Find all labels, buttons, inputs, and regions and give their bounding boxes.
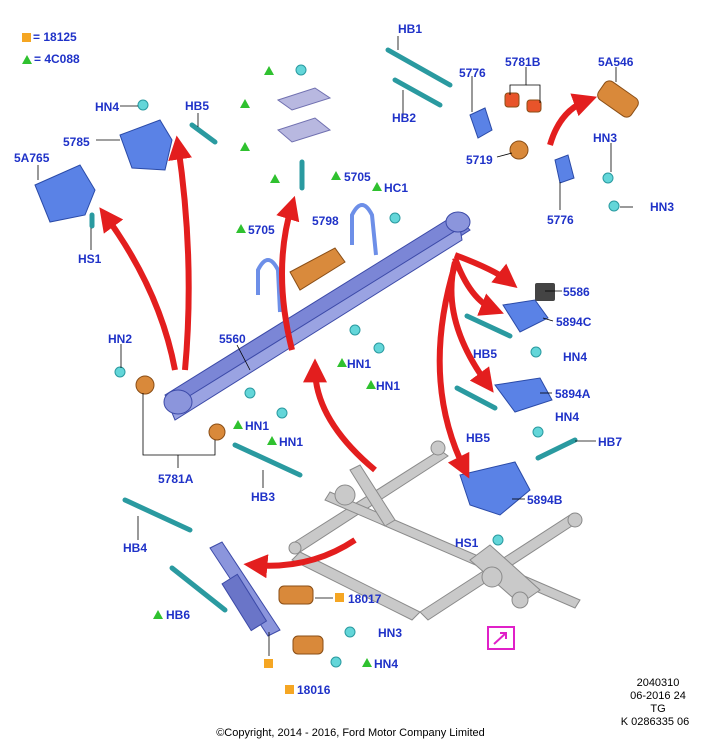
- label-hn1-b: HN1: [376, 379, 401, 393]
- label-hn1-c: HN1: [245, 419, 270, 433]
- legend-square-entry: = 18125: [22, 30, 77, 44]
- label-5560: 5560: [219, 332, 246, 346]
- view-direction-icon: [487, 626, 515, 650]
- label-hb5-top: HB5: [185, 99, 210, 113]
- label-5776-bottom: 5776: [547, 213, 574, 227]
- label-hs1-left: HS1: [78, 252, 102, 266]
- label-5781b: 5781B: [505, 55, 541, 69]
- leaf-spring: [163, 211, 471, 421]
- drawing-date: 06-2016 24: [630, 690, 686, 702]
- label-hb5-mid: HB5: [473, 347, 498, 361]
- label-5a546: 5A546: [598, 55, 634, 69]
- label-5586: 5586: [563, 285, 590, 299]
- legend-markers: [153, 66, 382, 694]
- label-5894b: 5894B: [527, 493, 563, 507]
- shock-absorber: [209, 541, 281, 637]
- label-5798: 5798: [312, 214, 339, 228]
- label-5705-left: 5705: [248, 223, 275, 237]
- label-hn1-a: HN1: [347, 357, 372, 371]
- label-hn3-top: HN3: [593, 131, 618, 145]
- direction-arrows: [99, 93, 598, 579]
- label-hn1-d: HN1: [279, 435, 304, 449]
- triangle-marker-icon: [22, 55, 32, 64]
- label-hn4-top: HN4: [95, 100, 120, 114]
- label-hn4-bottom: HN4: [374, 657, 399, 671]
- label-5785: 5785: [63, 135, 90, 149]
- bump-stop-block: [535, 283, 555, 301]
- label-hb1: HB1: [398, 22, 423, 36]
- square-marker-icon: [22, 33, 31, 42]
- label-hb6: HB6: [166, 608, 191, 622]
- drawing-id: 2040310: [636, 677, 680, 689]
- label-hs1-right: HS1: [455, 536, 479, 550]
- label-hn3-bottom: HN3: [378, 626, 403, 640]
- bushings: [135, 80, 639, 655]
- leader-lines: [37, 36, 633, 656]
- legend-square-text: = 18125: [33, 30, 77, 44]
- brackets: [34, 107, 575, 516]
- copyright-notice: ©Copyright, 2014 - 2016, Ford Motor Comp…: [216, 727, 485, 739]
- label-18016: 18016: [297, 683, 331, 697]
- label-5a765: 5A765: [14, 151, 50, 165]
- label-5776-top: 5776: [459, 66, 486, 80]
- label-hb3: HB3: [251, 490, 276, 504]
- label-5894a: 5894A: [555, 387, 591, 401]
- label-5781a: 5781A: [158, 472, 194, 486]
- drawing-code: TG: [650, 703, 666, 715]
- rear-axle-assembly: [288, 440, 583, 621]
- label-5705-right: 5705: [344, 170, 371, 184]
- bolts: [89, 47, 578, 613]
- label-hb2: HB2: [392, 111, 417, 125]
- label-5719: 5719: [466, 153, 493, 167]
- spring-pad: [289, 247, 346, 291]
- label-18017: 18017: [348, 592, 382, 606]
- label-hb7: HB7: [598, 435, 623, 449]
- label-hc1: HC1: [384, 181, 409, 195]
- label-hn2: HN2: [108, 332, 133, 346]
- label-hb5-low: HB5: [466, 431, 491, 445]
- label-hb4: HB4: [123, 541, 148, 555]
- label-hn3-right: HN3: [650, 200, 675, 214]
- legend-triangle-text: = 4C088: [34, 52, 80, 66]
- drawing-reference: K 0286335 06: [620, 716, 690, 728]
- nuts: [114, 64, 620, 668]
- spacer-plates: [276, 87, 332, 143]
- label-hn4-mid: HN4: [563, 350, 588, 364]
- u-bolts: [256, 203, 378, 313]
- label-hn4-low: HN4: [555, 410, 580, 424]
- legend-triangle-entry: = 4C088: [22, 52, 80, 66]
- label-5894c: 5894C: [556, 315, 592, 329]
